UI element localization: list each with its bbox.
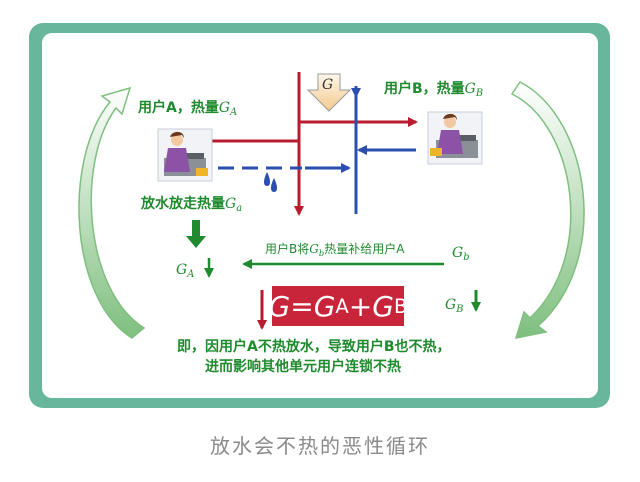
person-b-icon bbox=[427, 111, 483, 165]
source-label: G bbox=[322, 77, 334, 93]
ga-label: GA bbox=[176, 262, 195, 280]
caption: 放水会不热的恶性循环 bbox=[210, 434, 430, 458]
user-a-label: 用户A，热量GA bbox=[138, 100, 238, 118]
return-pipes bbox=[218, 86, 416, 214]
green-arrows bbox=[186, 220, 481, 312]
compensate-label: 用户B将Gb热量补给用户A bbox=[265, 242, 405, 258]
gb-label: GB bbox=[445, 297, 464, 315]
gb-small-label: Gb bbox=[452, 245, 470, 263]
conclusion-line-2: 进而影响其他单元用户连锁不热 bbox=[205, 359, 401, 375]
discharge-label: 放水放走热量Ga bbox=[141, 196, 243, 214]
person-a-icon bbox=[157, 128, 213, 182]
cycle-arrow-right-icon bbox=[510, 81, 585, 339]
conclusion-line-1: 即，因用户A不热放水，导致用户B也不热， bbox=[177, 339, 451, 355]
user-b-label: 用户B，热量GB bbox=[384, 81, 484, 99]
source-arrow-icon bbox=[306, 73, 352, 112]
water-drop-icon bbox=[264, 172, 277, 192]
cycle-arrow-left-icon bbox=[78, 86, 146, 339]
